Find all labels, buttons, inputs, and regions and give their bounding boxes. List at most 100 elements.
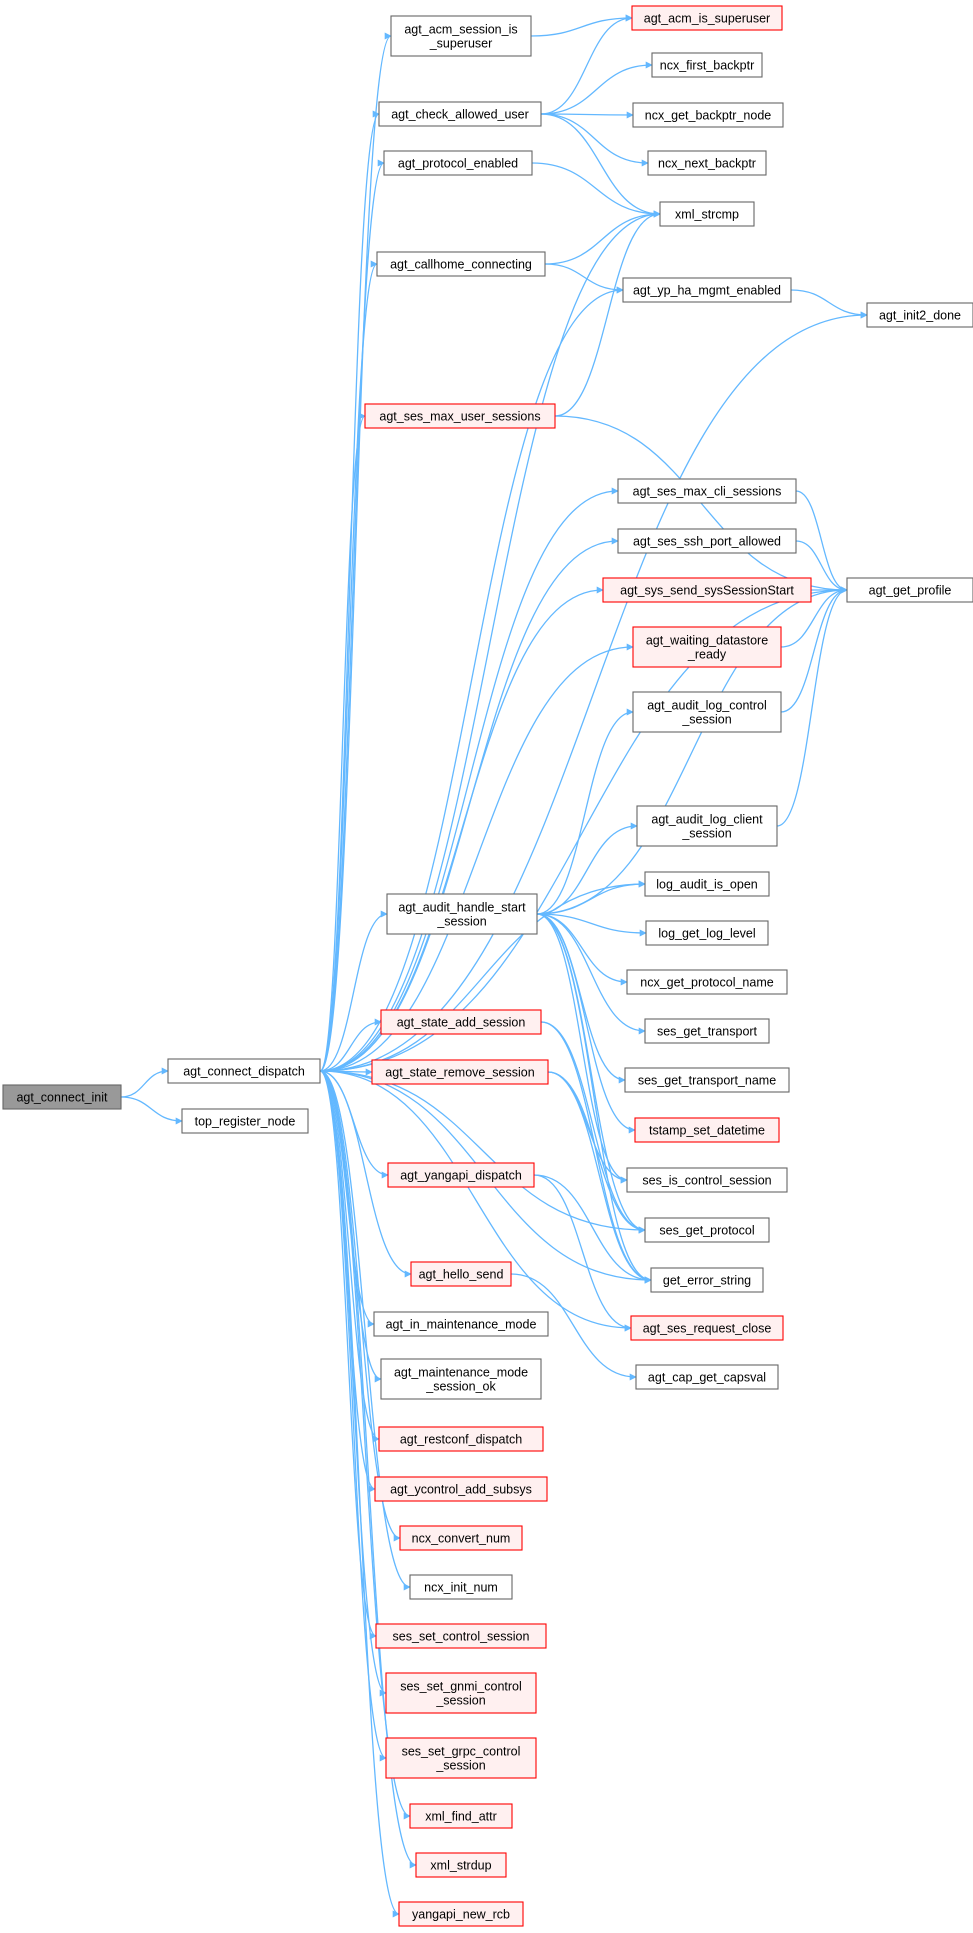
node-box xyxy=(380,1009,542,1035)
edge-agt_audit_log_client_session-to-agt_get_profile xyxy=(776,586,848,827)
node-agt-maintenance-mode-session-ok[interactable]: agt_maintenance_mode_session_ok xyxy=(380,1358,542,1400)
edge-line xyxy=(319,586,848,1072)
edge-line xyxy=(536,913,626,1084)
node-label: ncx_init_num xyxy=(424,1581,498,1595)
edge-agt_hello_send-to-agt_cap_get_capsval xyxy=(510,1273,637,1381)
node-box xyxy=(398,1901,524,1927)
node-label: agt_audit_log_client xyxy=(651,813,763,827)
node-agt-audit-handle-start-session[interactable]: agt_audit_handle_start_session xyxy=(386,893,538,935)
node-xml-strcmp[interactable]: xml_strcmp xyxy=(659,201,755,227)
node-ses-is-control-session[interactable]: ses_is_control_session xyxy=(626,1167,788,1193)
node-agt-audit-log-control-session[interactable]: agt_audit_log_control_session xyxy=(632,691,782,733)
node-label: _session xyxy=(435,1694,485,1708)
node-agt-state-remove-session[interactable]: agt_state_remove_session xyxy=(371,1059,549,1085)
node-ncx-next-backptr[interactable]: ncx_next_backptr xyxy=(647,150,767,176)
node-label: ses_set_grpc_control xyxy=(402,1745,521,1759)
node-agt-yangapi-dispatch[interactable]: agt_yangapi_dispatch xyxy=(387,1162,535,1188)
node-agt-yp-ha-mgmt-enabled[interactable]: agt_yp_ha_mgmt_enabled xyxy=(622,277,792,303)
node-agt-in-maintenance-mode[interactable]: agt_in_maintenance_mode xyxy=(373,1311,549,1337)
edge-line xyxy=(780,586,848,713)
edge-line xyxy=(120,1096,183,1125)
node-agt-ycontrol-add-subsys[interactable]: agt_ycontrol_add_subsys xyxy=(374,1476,548,1502)
edge-line xyxy=(319,1070,412,1278)
node-agt-get-profile[interactable]: agt_get_profile xyxy=(846,577,973,603)
node-label: ncx_get_protocol_name xyxy=(640,976,773,990)
edge-agt_connect_dispatch-to-agt_get_profile xyxy=(319,586,848,1072)
node-label: ncx_next_backptr xyxy=(658,157,756,171)
nodes-layer: agt_connect_init agt_connect_dispatch top_… xyxy=(2,5,973,1927)
edge-line xyxy=(536,913,636,1134)
node-label: ncx_get_backptr_node xyxy=(645,109,772,123)
node-box xyxy=(181,1108,309,1134)
node-ses-get-transport[interactable]: ses_get_transport xyxy=(644,1018,770,1044)
node-xml-strdup[interactable]: xml_strdup xyxy=(415,1852,507,1878)
edge-agt_connect_dispatch-to-agt_check_allowed_user xyxy=(319,110,380,1072)
edge-line xyxy=(319,487,619,1072)
edge-line xyxy=(540,113,649,167)
edge-agt_connect_dispatch-to-agt_state_add_session xyxy=(319,1018,382,1072)
node-ses-set-control-session[interactable]: ses_set_control_session xyxy=(375,1623,547,1649)
node-label: top_register_node xyxy=(195,1115,296,1129)
node-label: agt_ses_max_user_sessions xyxy=(379,410,540,424)
node-ncx-get-backptr-node[interactable]: ncx_get_backptr_node xyxy=(632,102,784,128)
node-box xyxy=(651,52,763,78)
edge-agt_yp_ha_mgmt_enabled-to-agt_init2_done xyxy=(790,289,868,319)
edge-agt_connect_dispatch-to-agt_callhome_connecting xyxy=(319,260,378,1072)
node-box xyxy=(378,1426,544,1452)
node-ncx-convert-num[interactable]: ncx_convert_num xyxy=(399,1525,523,1551)
edge-agt_connect_dispatch-to-agt_ses_max_user_sessions xyxy=(319,412,366,1072)
node-agt-audit-log-client-session[interactable]: agt_audit_log_client_session xyxy=(636,805,778,847)
node-ses-get-transport-name[interactable]: ses_get_transport_name xyxy=(624,1067,790,1093)
node-agt-cap-get-capsval[interactable]: agt_cap_get_capsval xyxy=(635,1364,779,1390)
edge-agt_connect_dispatch-to-ncx_init_num xyxy=(319,1070,411,1591)
node-agt-check-allowed-user[interactable]: agt_check_allowed_user xyxy=(378,101,542,127)
node-agt-ses-max-user-sessions[interactable]: agt_ses_max_user_sessions xyxy=(364,403,556,429)
node-agt-hello-send[interactable]: agt_hello_send xyxy=(410,1261,512,1287)
node-yangapi-new-rcb[interactable]: yangapi_new_rcb xyxy=(398,1901,524,1927)
node-agt-acm-is-superuser[interactable]: agt_acm_is_superuser xyxy=(631,5,783,31)
node-agt-init2-done[interactable]: agt_init2_done xyxy=(866,302,973,328)
node-ncx-get-protocol-name[interactable]: ncx_get_protocol_name xyxy=(626,969,788,995)
edge-agt_connect_dispatch-to-ses_set_grpc_control_session xyxy=(319,1070,387,1762)
edge-line xyxy=(319,412,366,1072)
node-agt-ses-request-close[interactable]: agt_ses_request_close xyxy=(630,1315,784,1341)
node-ses-set-gnmi-control-session[interactable]: ses_set_gnmi_control_session xyxy=(385,1672,537,1714)
edge-agt_audit_handle_start_session-to-agt_audit_log_client_session xyxy=(536,822,638,915)
node-get-error-string[interactable]: get_error_string xyxy=(650,1267,764,1293)
edge-line xyxy=(554,210,661,417)
node-label: ses_set_gnmi_control xyxy=(400,1680,522,1694)
node-top-register-node[interactable]: top_register_node xyxy=(181,1108,309,1134)
node-ses-set-grpc-control-session[interactable]: ses_set_grpc_control_session xyxy=(385,1737,537,1779)
node-agt-state-add-session[interactable]: agt_state_add_session xyxy=(380,1009,542,1035)
node-agt-connect-init[interactable]: agt_connect_init xyxy=(2,1084,122,1110)
node-label: agt_ses_ssh_port_allowed xyxy=(633,535,781,549)
node-box xyxy=(866,302,973,328)
node-ncx-first-backptr[interactable]: ncx_first_backptr xyxy=(651,52,763,78)
node-label: agt_ycontrol_add_subsys xyxy=(390,1483,532,1497)
node-tstamp-set-datetime[interactable]: tstamp_set_datetime xyxy=(634,1117,780,1143)
node-agt-protocol-enabled[interactable]: agt_protocol_enabled xyxy=(383,150,533,176)
node-log-get-log-level[interactable]: log_get_log_level xyxy=(645,920,769,946)
node-label: agt_yp_ha_mgmt_enabled xyxy=(633,284,781,298)
node-log-audit-is-open[interactable]: log_audit_is_open xyxy=(644,871,770,897)
node-box xyxy=(626,969,788,995)
edge-agt_audit_handle_start_session-to-ses_is_control_session xyxy=(536,913,628,1184)
edge-line xyxy=(795,540,848,594)
node-agt-ses-max-cli-sessions[interactable]: agt_ses_max_cli_sessions xyxy=(617,478,797,504)
node-agt-ses-ssh-port-allowed[interactable]: agt_ses_ssh_port_allowed xyxy=(617,528,797,554)
node-agt-waiting-datastore-ready[interactable]: agt_waiting_datastore_ready xyxy=(632,626,782,668)
node-agt-acm-session-is-superuser[interactable]: agt_acm_session_is_superuser xyxy=(390,15,532,57)
node-agt-connect-dispatch[interactable]: agt_connect_dispatch xyxy=(167,1058,321,1084)
edge-line xyxy=(319,32,392,1072)
node-agt-callhome-connecting[interactable]: agt_callhome_connecting xyxy=(376,251,546,277)
edge-line xyxy=(319,1070,380,1443)
node-xml-find-attr[interactable]: xml_find_attr xyxy=(409,1803,513,1829)
node-ses-get-protocol[interactable]: ses_get_protocol xyxy=(644,1217,770,1243)
node-box xyxy=(378,101,542,127)
node-ncx-init-num[interactable]: ncx_init_num xyxy=(409,1574,513,1600)
edge-agt_yangapi_dispatch-to-get_error_string xyxy=(533,1174,652,1284)
edge-agt_audit_handle_start_session-to-agt_get_profile xyxy=(536,586,848,915)
edge-line xyxy=(536,880,646,915)
node-agt-sys-send-sysSessionStart[interactable]: agt_sys_send_sysSessionStart xyxy=(602,577,812,603)
node-agt-restconf-dispatch[interactable]: agt_restconf_dispatch xyxy=(378,1426,544,1452)
